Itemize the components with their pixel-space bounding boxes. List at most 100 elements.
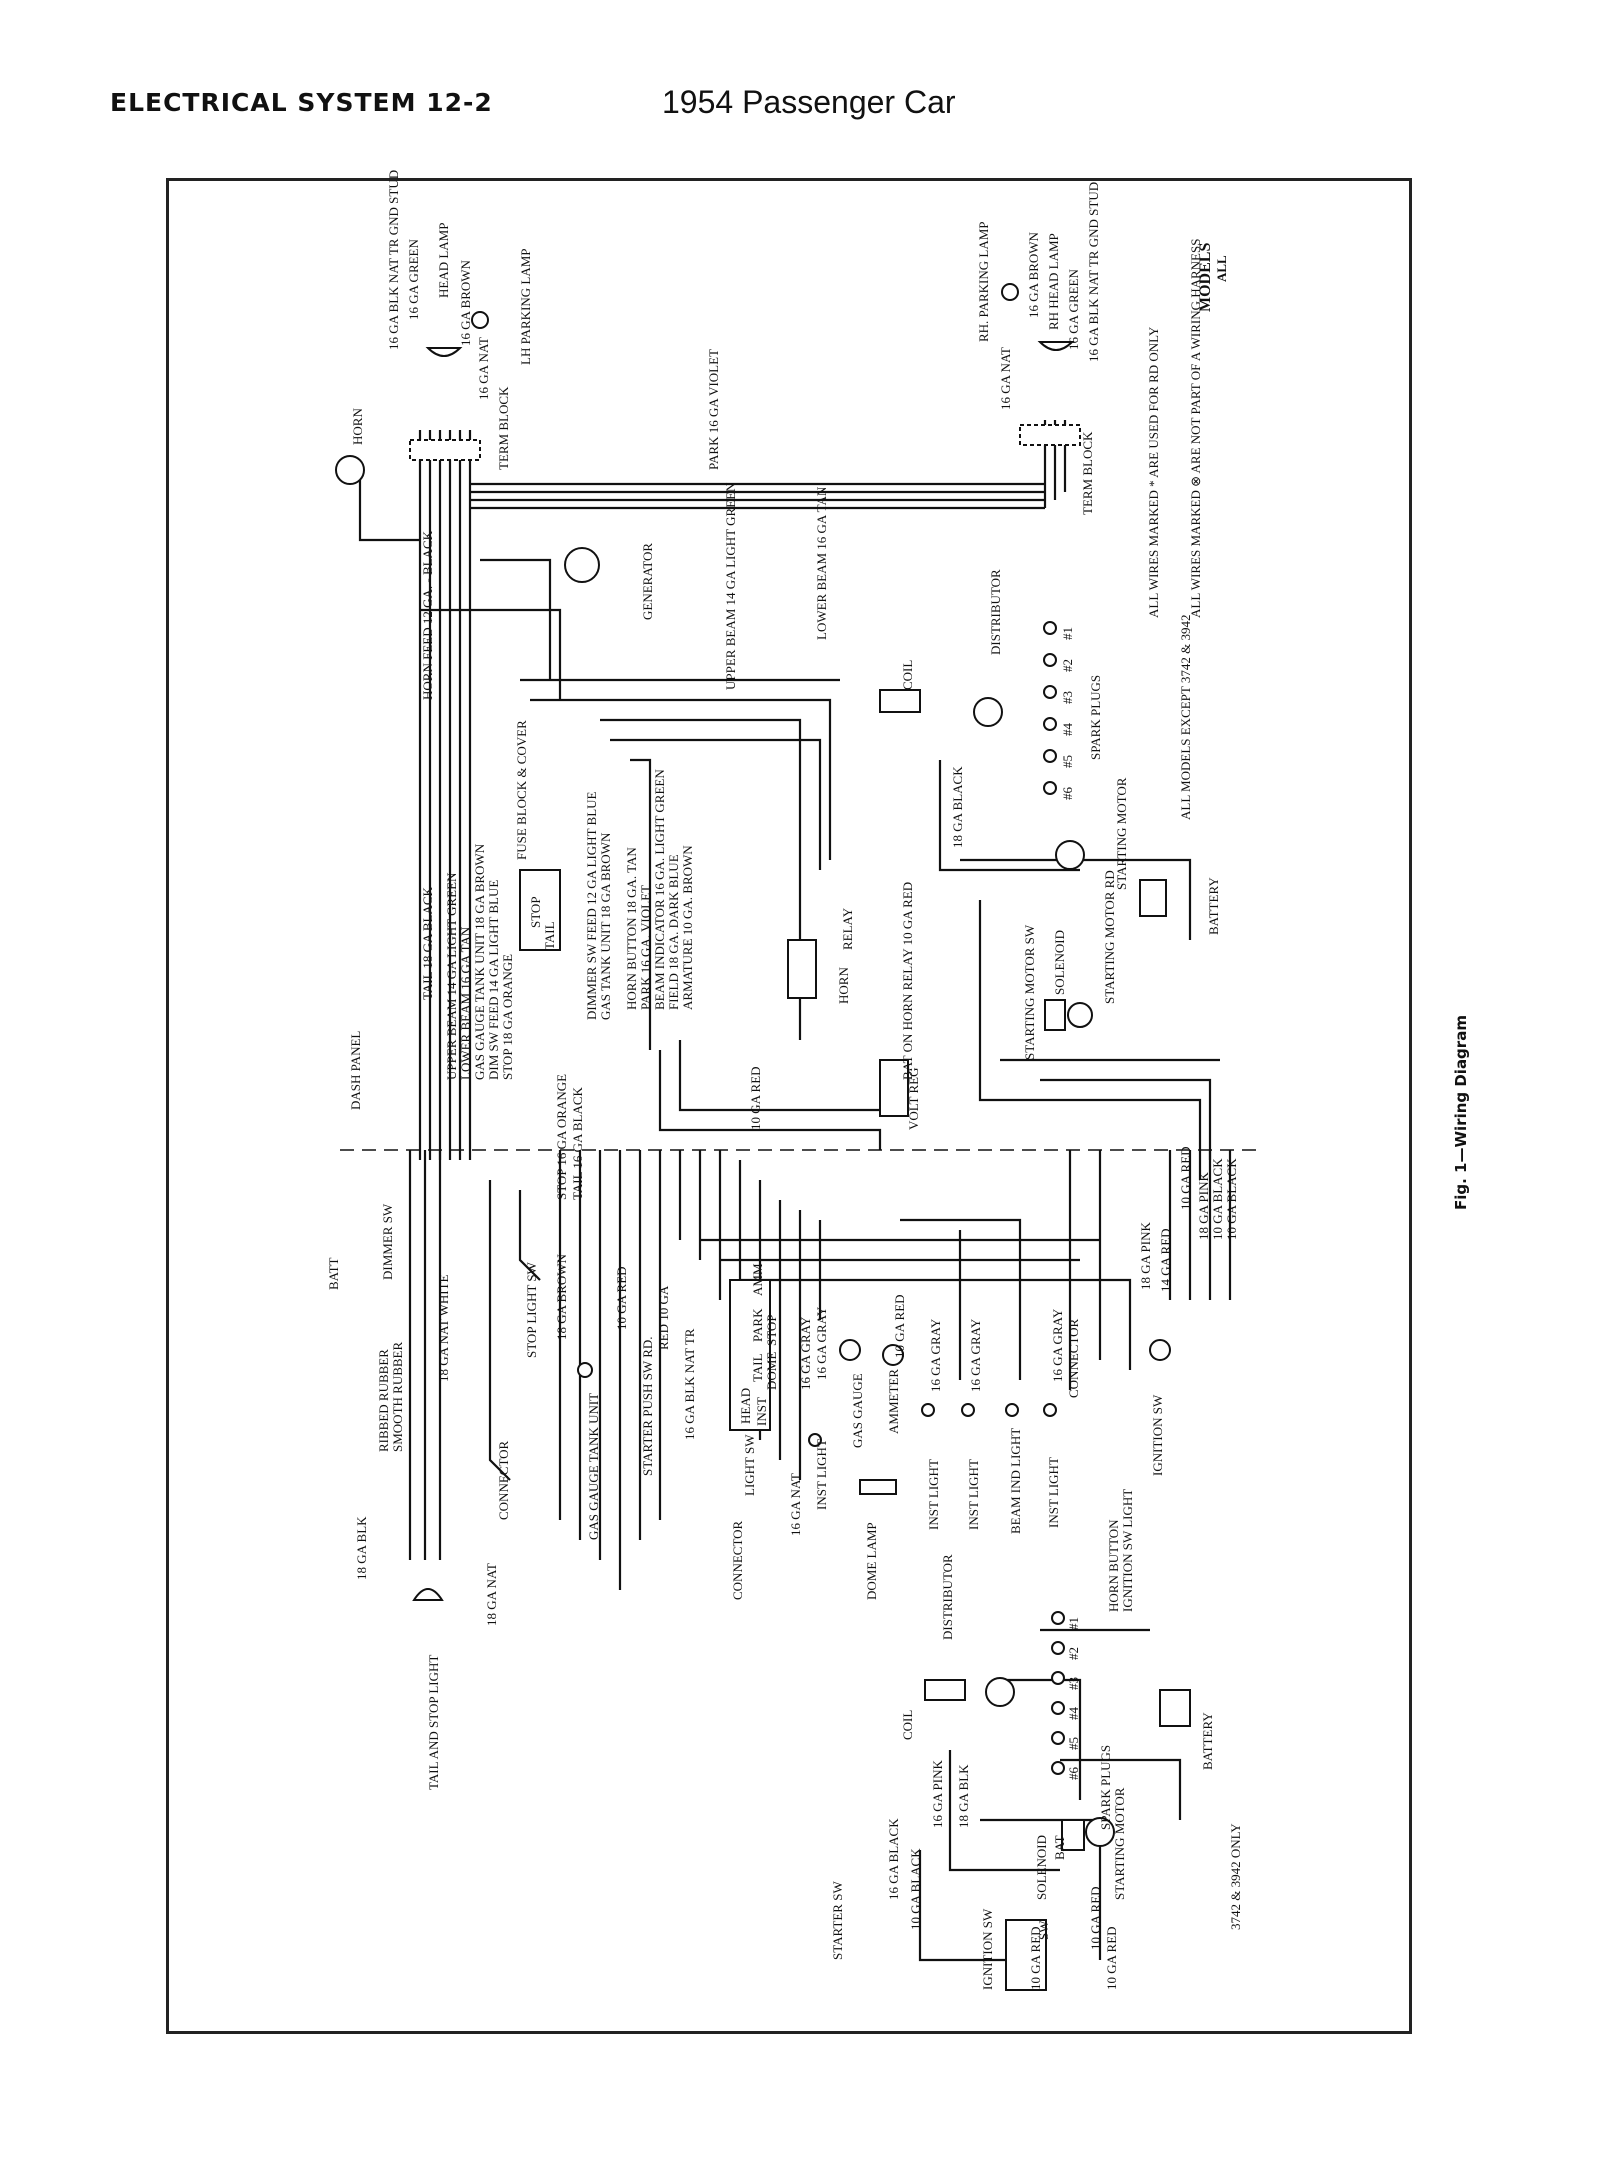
label-sw-stop: STOP xyxy=(764,1314,779,1346)
label-all-models: ALL MODELS EXCEPT 3742 & 3942 xyxy=(1178,615,1193,820)
label-gray-2: 16 GA GRAY xyxy=(814,1306,829,1380)
label-starting-motor-rd: STARTING MOTOR RD xyxy=(1102,870,1117,1004)
label-connector-1: CONNECTOR xyxy=(496,1440,511,1520)
label-dash-panel: DASH PANEL xyxy=(348,1031,363,1110)
rh-parking-lamp-icon xyxy=(1001,283,1019,301)
label-upper-beam: UPPER BEAM 14 GA LIGHT GREEN xyxy=(723,482,738,690)
label-16ga-black-lower: 16 GA BLACK xyxy=(886,1818,901,1900)
label-10ga-red-amm: 10 GA RED xyxy=(892,1294,907,1358)
label-coil: COIL xyxy=(900,660,915,690)
label-armature-brown: ARMATURE 10 GA. BROWN xyxy=(680,845,695,1010)
plug-3: #3 xyxy=(1060,691,1075,704)
label-lh-term-block: TERM BLOCK xyxy=(496,386,511,470)
label-connector-3: CONNECTOR xyxy=(730,1520,745,1600)
lower-plug-4: #4 xyxy=(1066,1707,1081,1721)
label-18ga-pink: 18 GA PINK xyxy=(1138,1221,1153,1290)
label-lower-coil: COIL xyxy=(900,1710,915,1740)
label-beam-ind-light: BEAM IND LIGHT xyxy=(1008,1428,1023,1534)
rh-term-block xyxy=(1019,424,1081,446)
label-lower-starting-motor: STARTING MOTOR xyxy=(1112,1787,1127,1900)
voltage-regulator-icon xyxy=(879,1059,909,1117)
label-10ga-red-b: 10 GA RED xyxy=(1178,1146,1193,1210)
label-inst-light-d: INST LIGHT xyxy=(1046,1457,1061,1528)
page-title: 1954 Passenger Car xyxy=(662,84,956,120)
label-dimmer-sw: DIMMER SW xyxy=(380,1203,395,1280)
label-park-violet-2: PARK 16 GA. VIOLET xyxy=(638,885,653,1010)
starting-motor-icon xyxy=(1055,840,1085,870)
label-sw-park: PARK xyxy=(750,1308,765,1342)
harness-mid-labels: PARK 16 GA VIOLET UPPER BEAM 14 GA LIGHT… xyxy=(420,349,829,700)
lower-ignition-switch-icon xyxy=(1005,1919,1047,1991)
plug-4: #4 xyxy=(1060,723,1075,737)
light-switch-icon xyxy=(729,1279,771,1431)
label-sw-head: HEAD xyxy=(738,1388,753,1424)
label-10ga-red-lower-b: 10 GA RED xyxy=(1028,1926,1043,1990)
label-lower-distributor: DISTRIBUTOR xyxy=(940,1554,955,1640)
plug-6: #6 xyxy=(1060,787,1075,801)
plug-1: #1 xyxy=(1060,627,1075,640)
label-sw-tail: TAIL xyxy=(750,1353,765,1382)
label-horn-button-dash: HORN BUTTON xyxy=(1106,1519,1121,1612)
label-ammeter: AMMETER xyxy=(886,1369,901,1434)
label-sw-inst: INST xyxy=(754,1397,769,1426)
spark-plug-icons xyxy=(1043,621,1057,795)
label-rh-head-lamp: RH HEAD LAMP xyxy=(1046,233,1061,330)
label-10ga-red-lower-a: 10 GA RED xyxy=(1088,1886,1103,1950)
label-relay-horn: HORN xyxy=(836,967,851,1004)
lower-plug-2: #2 xyxy=(1066,1647,1081,1660)
label-horn-button: HORN BUTTON 18 GA. TAN xyxy=(624,847,639,1010)
label-gray-5: 16 GA GRAY xyxy=(1050,1308,1065,1382)
label-lh-gnd: 16 GA BLK NAT TR GND STUD xyxy=(386,170,401,350)
label-only-models: 3742 & 3942 ONLY xyxy=(1228,1823,1243,1930)
label-solenoid: SOLENOID xyxy=(1052,930,1067,995)
lower-solenoid-icon xyxy=(1061,1819,1085,1851)
lh-term-block xyxy=(409,439,481,461)
horn-icon xyxy=(335,455,365,485)
label-inst-light-a: INST LIGHT xyxy=(814,1439,829,1510)
rh-head-lamp-icon xyxy=(1037,341,1075,351)
label-park-violet: PARK 16 GA VIOLET xyxy=(706,349,721,470)
beam-ind-light-icon xyxy=(1005,1403,1019,1417)
label-starter-push: STARTER PUSH SW RD. xyxy=(640,1336,655,1476)
label-rh-term-block: TERM BLOCK xyxy=(1080,431,1095,515)
label-16ga-blk-nat: 16 GA BLK NAT TR xyxy=(682,1328,697,1440)
label-14ga-red: 14 GA RED xyxy=(1158,1228,1173,1292)
lh-parking-lamp-icon xyxy=(471,311,489,329)
label-sw-amm: AMM xyxy=(750,1263,765,1296)
lower-starting-motor-icon xyxy=(1085,1817,1115,1847)
diagram-frame xyxy=(166,178,1412,2034)
section-header: ELECTRICAL SYSTEM 12-2 xyxy=(110,88,493,117)
dash-labels: BATT DIMMER SW RIBBED RUBBER SMOOTH RUBB… xyxy=(326,1146,1239,1790)
label-10ga-red-lower-c: 10 GA RED xyxy=(1104,1926,1119,1990)
label-light-sw: LIGHT SW xyxy=(742,1434,757,1496)
label-starting-motor: STARTING MOTOR xyxy=(1114,777,1129,890)
lower-plug-5: #5 xyxy=(1066,1737,1081,1750)
label-beam-indicator: BEAM INDICATOR 16 GA. LIGHT GREEN xyxy=(652,769,667,1010)
label-volt-reg: VOLT REG xyxy=(906,1068,921,1130)
label-rh-16ga-nat: 16 GA NAT xyxy=(998,347,1013,410)
label-10ga-red-a: 10 GA RED xyxy=(614,1266,629,1330)
label-ignition-sw-lower: IGNITION SW xyxy=(980,1908,995,1990)
label-rh-parking-lamp: RH. PARKING LAMP xyxy=(976,221,991,342)
front-left-labels: 16 GA BLK NAT TR GND STUD 16 GA GREEN HE… xyxy=(350,170,533,470)
lower-plug-6: #6 xyxy=(1066,1767,1081,1781)
label-rh-16ga-green: 16 GA GREEN xyxy=(1066,269,1081,351)
figure-caption: Fig. 1—Wiring Diagram xyxy=(1452,1015,1470,1210)
harness-left-labels: TAIL 18 GA BLACK UPPER BEAM 14 GA LIGHT … xyxy=(420,720,695,1080)
horn-relay-icon xyxy=(787,939,817,999)
label-10ga-black-lower: 10 GA BLACK xyxy=(908,1848,923,1930)
label-rh-16ga-brown: 16 GA BROWN xyxy=(1026,231,1041,318)
ignition-switch-icon xyxy=(1149,1339,1171,1361)
lower-battery-icon xyxy=(1159,1689,1191,1727)
models-block: MODELS ALL xyxy=(1197,243,1229,312)
front-right-labels: RH. PARKING LAMP 16 GA NAT 16 GA BROWN R… xyxy=(976,182,1101,515)
label-fuse-tail: TAIL xyxy=(542,921,557,950)
label-ribbed-rubber: RIBBED RUBBER xyxy=(376,1349,391,1452)
note-not-harness: ALL WIRES MARKED ⊗ ARE NOT PART OF A WIR… xyxy=(1188,239,1203,618)
label-starter-sw: STARTER SW xyxy=(830,1881,845,1960)
label-red-10ga: RED 10 GA xyxy=(656,1285,671,1350)
generator-icon xyxy=(564,547,600,583)
lower-plug-1: #1 xyxy=(1066,1617,1081,1630)
label-dim-sw-feed: DIM SW FEED 14 GA LIGHT BLUE xyxy=(486,880,501,1080)
label-bat: BAT xyxy=(1052,1835,1067,1860)
